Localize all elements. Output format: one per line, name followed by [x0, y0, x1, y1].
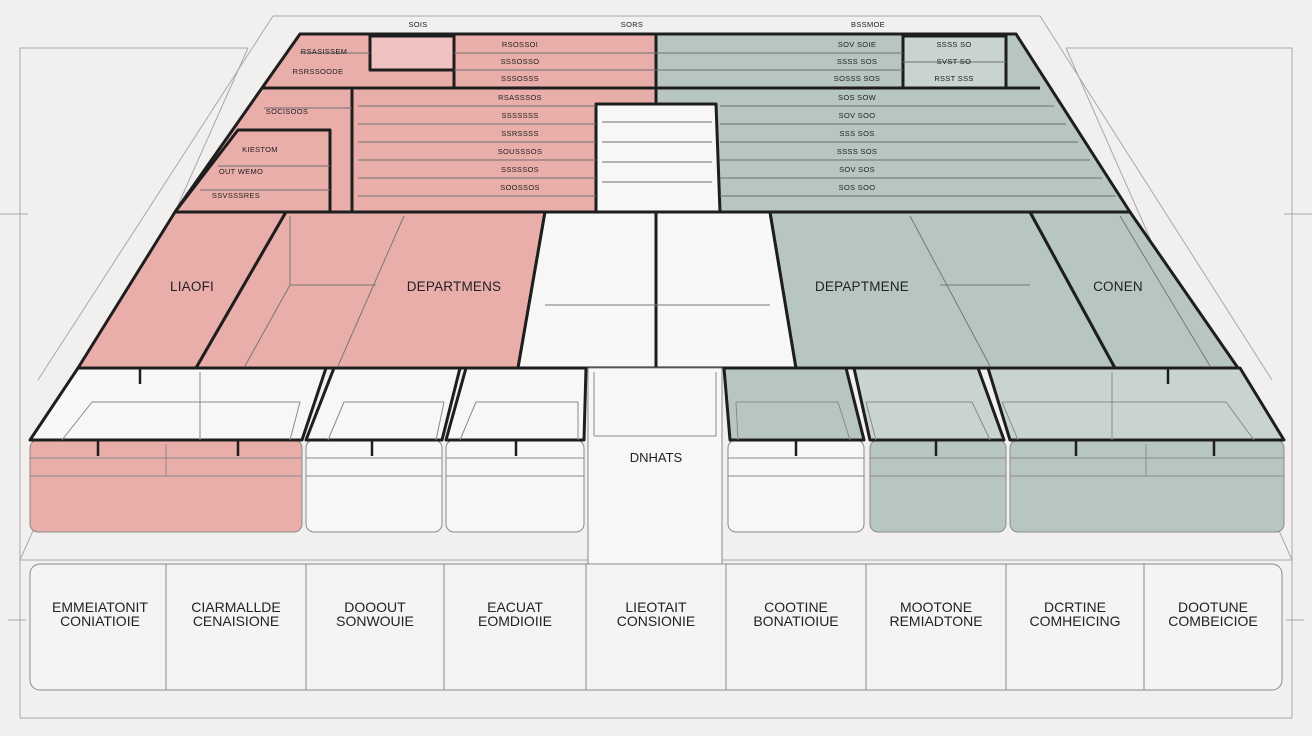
dept-label-conen: CONEN: [1093, 279, 1143, 294]
pink-row-label: SSSSSSS: [501, 111, 538, 120]
tray-white-1: [304, 366, 462, 533]
bottom-cell-line2: CENAISIONE: [193, 613, 279, 629]
sage-right-label: SVST SO: [937, 57, 971, 66]
bottom-cell-line2: REMIADTONE: [889, 613, 982, 629]
sage-row-labels: SOV SOIE SSSS SOS SOSSS SOS SSSS SO SVST…: [834, 40, 974, 192]
bottom-cell-line2: EOMDIOIIE: [478, 613, 552, 629]
bottom-cell-line1: DOOTUNE: [1178, 599, 1248, 615]
tray-sage-2: [852, 366, 1007, 533]
tray-sage-1: [722, 366, 866, 533]
bottom-cell-line2: CONSIONIE: [617, 613, 696, 629]
center-column: DNHATS: [587, 367, 723, 565]
pink-row-label: SSSOSSS: [501, 74, 539, 83]
left-mid-label-1: SOCISOOS: [266, 107, 308, 116]
left-mid-label-2: KIESTOM: [242, 145, 278, 154]
tray-row: DNHATS: [28, 366, 1286, 565]
upper-left-labels: RSASISSEM RSRSSOODE SOCISOOS KIESTOM OUT…: [212, 47, 347, 200]
sage-row-label: SOV SOS: [839, 165, 875, 174]
bottom-cell-line1: COOTINE: [764, 599, 828, 615]
bottom-cell-line1: DOOOUT: [344, 599, 406, 615]
bottom-cell-line1: EMMEIATONIT: [52, 599, 148, 615]
sage-row-label: SOSSS SOS: [834, 74, 880, 83]
left-mid-label-3: OUT WEMO: [219, 167, 263, 176]
department-labels: LIAOFI DEPARTMENS DEPAPTMENE CONEN: [170, 279, 1143, 294]
dept-label-liaofi: LIAOFI: [170, 279, 214, 294]
sage-row-label: SSSS SOS: [837, 57, 877, 66]
bottom-cell-line1: MOOTONE: [900, 599, 972, 615]
upper-table: [173, 32, 1132, 214]
bottom-cell-line2: CONIATIOIE: [60, 613, 140, 629]
pink-row-label: SSRSSSS: [501, 129, 539, 138]
sage-row-label: SOV SOIE: [838, 40, 876, 49]
left-mid-label-4: SSVSSSRES: [212, 191, 260, 200]
bottom-cell-line2: BONATIOIUE: [753, 613, 838, 629]
top-left-box: [368, 34, 456, 72]
bottom-cell-labels: EMMEIATONIT CONIATIOIE CIARMALLDE CENAIS…: [52, 599, 1258, 629]
center-label: DNHATS: [630, 450, 683, 465]
pink-row-label: SSSOSSO: [501, 57, 540, 66]
dept-label-depaptmene: DEPAPTMENE: [815, 279, 909, 294]
header-label-center: SORS: [621, 20, 643, 29]
sage-row-label: SSS SOS: [839, 129, 874, 138]
header-label-right: BSSMOE: [851, 20, 885, 29]
department-thin-lines: [244, 215, 1211, 367]
bottom-strip: EMMEIATONIT CONIATIOIE CIARMALLDE CENAIS…: [29, 563, 1283, 691]
department-band: [76, 210, 1240, 370]
sage-upper-region: [654, 32, 1132, 214]
center-notch: [594, 102, 722, 214]
pink-row-label: RSASSSOS: [498, 93, 542, 102]
sage-row-label: SOV SOO: [839, 111, 876, 120]
pink-row-label: RSOSSOI: [502, 40, 538, 49]
sage-row-label: SSSS SOS: [837, 147, 877, 156]
pink-row-label: SOOSSOS: [500, 183, 540, 192]
tray-sage-3: [986, 366, 1286, 533]
sage-right-label: SSSS SO: [936, 40, 971, 49]
bottom-cell-line2: COMBEICIOE: [1168, 613, 1257, 629]
pink-row-label: SSSSSOS: [501, 165, 539, 174]
left-top-label-1: RSASISSEM: [301, 47, 347, 56]
dept-label-departmens: DEPARTMENS: [407, 279, 502, 294]
sage-row-label: SOS SOW: [838, 93, 877, 102]
bottom-cell-line1: EACUAT: [487, 599, 543, 615]
tray-pink: [28, 366, 328, 533]
pink-row-label: SOUSSSOS: [498, 147, 543, 156]
sage-right-label: RSST SSS: [934, 74, 973, 83]
pink-row-labels: RSOSSOI SSSOSSO SSSOSSS RSASSSOS SSSSSSS…: [498, 40, 543, 192]
header-label-left: SOIS: [408, 20, 427, 29]
bottom-cell-line2: COMHEICING: [1030, 613, 1121, 629]
bottom-cell-line1: CIARMALLDE: [191, 599, 280, 615]
sage-row-label: SOS SOO: [839, 183, 876, 192]
bottom-cell-line1: LIEOTAIT: [625, 599, 687, 615]
bottom-cell-line1: DCRTINE: [1044, 599, 1106, 615]
bottom-cell-line2: SONWOUIE: [336, 613, 414, 629]
top-header-labels: SOIS SORS BSSMOE: [408, 20, 885, 29]
tray-white-2: [444, 366, 588, 533]
upper-row-lines: [200, 52, 1116, 197]
left-top-label-2: RSRSSOODE: [293, 67, 344, 76]
